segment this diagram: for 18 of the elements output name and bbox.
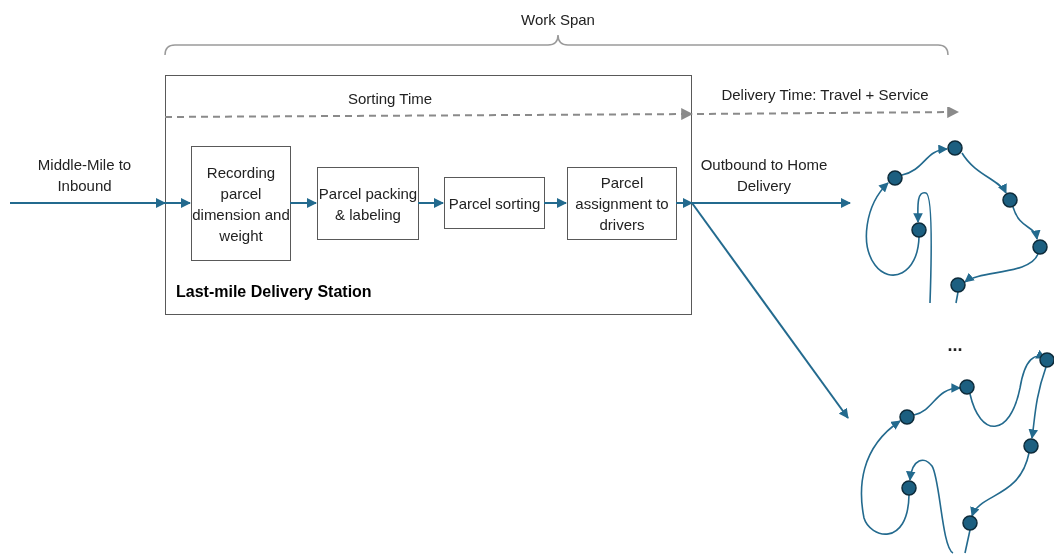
arrow (675, 198, 693, 208)
step-label: Parcel sorting (448, 193, 541, 214)
process-box (444, 177, 545, 229)
arrow (417, 198, 444, 208)
step-label: Parcel packing & labeling (318, 183, 418, 225)
step-label: Parcel assignment to drivers (574, 173, 670, 235)
arrow (164, 198, 191, 208)
arrow (691, 202, 849, 419)
arrow (691, 198, 851, 208)
step-label: Recording parcel dimension and weight (192, 162, 290, 246)
arrow (9, 198, 166, 208)
process-box (317, 167, 419, 240)
station-title: Last-mile Delivery Station (176, 282, 372, 302)
arrow (543, 198, 567, 208)
station-box (165, 75, 692, 315)
arrow (289, 198, 317, 208)
process-box (191, 146, 291, 261)
process-box (567, 167, 677, 240)
